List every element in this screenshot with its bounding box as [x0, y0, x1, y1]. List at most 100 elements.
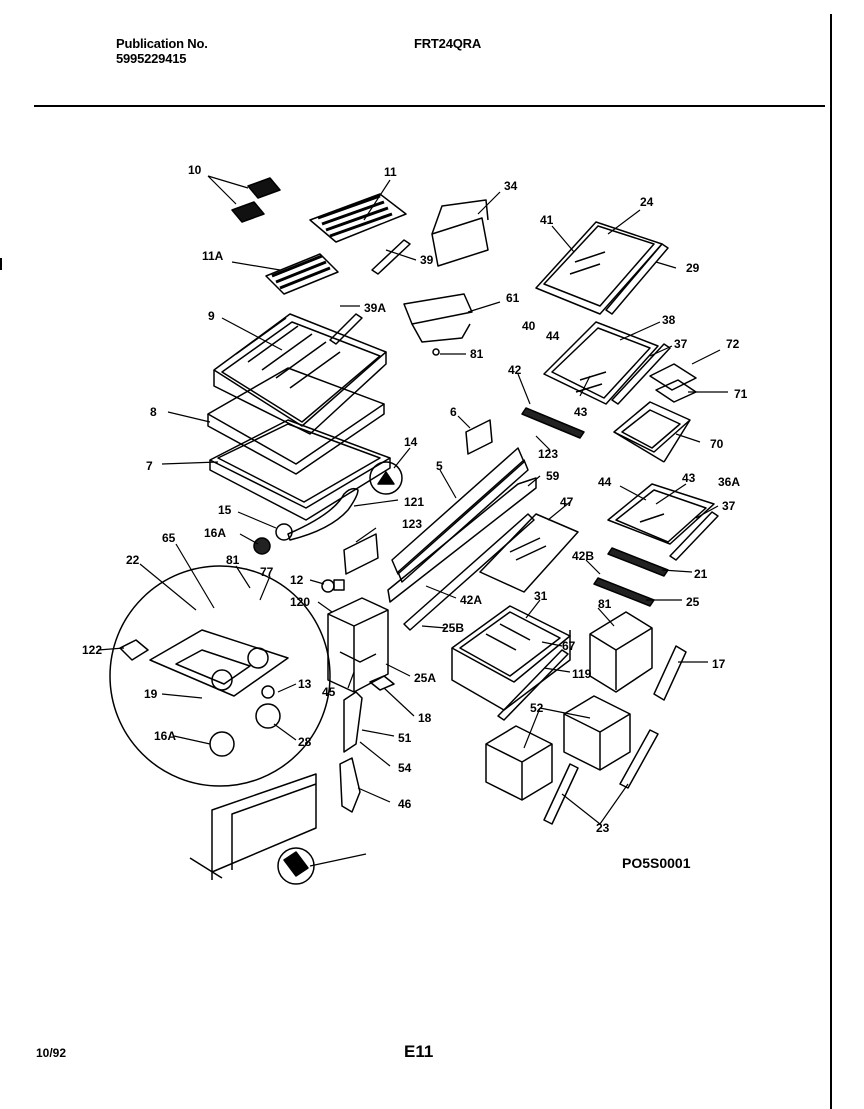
part-10-pads	[231, 177, 281, 223]
callout-42a: 25	[686, 595, 700, 609]
part-122-housing	[327, 597, 389, 693]
callout-25: 31	[534, 589, 548, 603]
callout-39a: 39A	[364, 301, 386, 315]
part-70-frame	[613, 401, 691, 463]
part-34-bin	[431, 199, 489, 267]
part-51-chute	[343, 691, 363, 753]
publication-label: Publication No.	[116, 36, 208, 51]
callout-65: 65	[162, 531, 176, 545]
callout-17: 19	[144, 687, 158, 701]
callout-122: 120	[290, 595, 310, 609]
footer-page-number: E11	[404, 1042, 434, 1061]
part-24-glass-shelf	[535, 221, 669, 315]
publication-number: 5995229415	[116, 51, 187, 66]
callout-81-a: 81	[470, 347, 484, 361]
callout-11a: 11A	[202, 249, 224, 263]
callout-28: 52	[530, 701, 544, 715]
callout-39: 39	[420, 253, 434, 267]
callout-22: 22	[126, 553, 140, 567]
callout-10: 10	[188, 163, 202, 177]
cabinet-corner	[189, 773, 317, 880]
part-11-shelf	[309, 193, 411, 275]
callout-81-b: 81	[226, 553, 240, 567]
callout-25a: 119	[572, 667, 592, 681]
callout-43-b: 43	[682, 471, 696, 485]
callout-36a: 36A	[718, 475, 740, 489]
callout-81-c: 25B	[442, 621, 464, 635]
callout-43-a: 43	[574, 405, 588, 419]
binding-mark	[0, 258, 7, 270]
callout-7: 7	[146, 459, 153, 473]
part-42a-rail	[593, 577, 655, 607]
callout-13: 45	[322, 685, 336, 699]
callout-19: 13	[298, 677, 312, 691]
part-7-pan	[209, 419, 391, 521]
callout-38: 38	[662, 313, 676, 327]
part-36a-shelf	[607, 483, 719, 561]
callout-121: 121	[404, 495, 424, 509]
part-6-bracket	[465, 419, 493, 455]
part-38-shelf	[543, 321, 671, 405]
callout-15: 15	[218, 503, 232, 517]
callout-37-b: 37	[722, 499, 736, 513]
callout-21: 122	[82, 643, 102, 657]
part-6-lower-bracket	[343, 533, 379, 575]
callout-54: 46	[398, 797, 412, 811]
callout-11: 11	[384, 165, 397, 179]
callout-6-b: 123	[402, 517, 422, 531]
part-121-cable	[287, 487, 359, 541]
callout-47: 47	[560, 495, 574, 509]
callout-72: 72	[726, 337, 740, 351]
callout-40: 40	[522, 319, 536, 333]
callout-42b: 21	[694, 567, 708, 581]
callout-51: 54	[398, 761, 412, 775]
part-31-bin	[589, 611, 653, 693]
callout-123-a: 123	[538, 447, 558, 461]
callout-123-b: 42B	[572, 549, 594, 563]
callout-29: 29	[686, 261, 700, 275]
callout-16a-b: 28	[298, 735, 312, 749]
part-25-drawer	[451, 605, 571, 721]
callout-70: 70	[710, 437, 724, 451]
part-54-chute	[339, 757, 361, 813]
part-119-pad	[369, 675, 395, 691]
callout-24: 24	[640, 195, 654, 209]
part-61-bracket	[403, 293, 473, 356]
callout-67: 17	[712, 657, 726, 671]
callout-119: 18	[418, 711, 432, 725]
callout-25b: 67	[562, 639, 576, 653]
part-9-cover	[213, 313, 387, 435]
part-67-panel	[653, 645, 687, 701]
part-5-panel	[387, 447, 537, 603]
part-47-glass	[479, 513, 579, 593]
model-number: FRT24QRA	[414, 36, 482, 51]
part-46-panels	[543, 729, 659, 825]
header-rule	[34, 105, 825, 107]
page-right-border	[830, 14, 832, 1109]
part-11a-shelf	[265, 253, 363, 345]
callout-34: 34	[504, 179, 518, 193]
callout-6-a: 6	[450, 405, 457, 419]
part-72-lid	[649, 363, 697, 403]
ice-maker-detail-circle	[109, 565, 331, 787]
callout-71: 71	[734, 387, 748, 401]
callout-16a-a: 16A	[204, 526, 226, 540]
callout-77: 77	[260, 565, 274, 579]
callout-14: 14	[404, 435, 418, 449]
part-15-bulb	[275, 523, 293, 541]
callout-9: 9	[208, 309, 215, 323]
part-120-rail	[403, 513, 535, 631]
diagram-code: PO5S0001	[622, 855, 691, 871]
callout-61: 61	[506, 291, 520, 305]
callout-42: 42	[508, 363, 522, 377]
part-42b-rail	[607, 547, 669, 577]
callout-18: 16A	[154, 729, 176, 743]
callout-120: 42A	[460, 593, 482, 607]
callout-8: 8	[150, 405, 157, 419]
part-23-roller	[277, 847, 315, 885]
part-28-drawer-right	[563, 695, 631, 771]
footer-date: 10/92	[36, 1046, 67, 1060]
callout-31: 81	[598, 597, 612, 611]
callout-52: 51	[398, 731, 412, 745]
